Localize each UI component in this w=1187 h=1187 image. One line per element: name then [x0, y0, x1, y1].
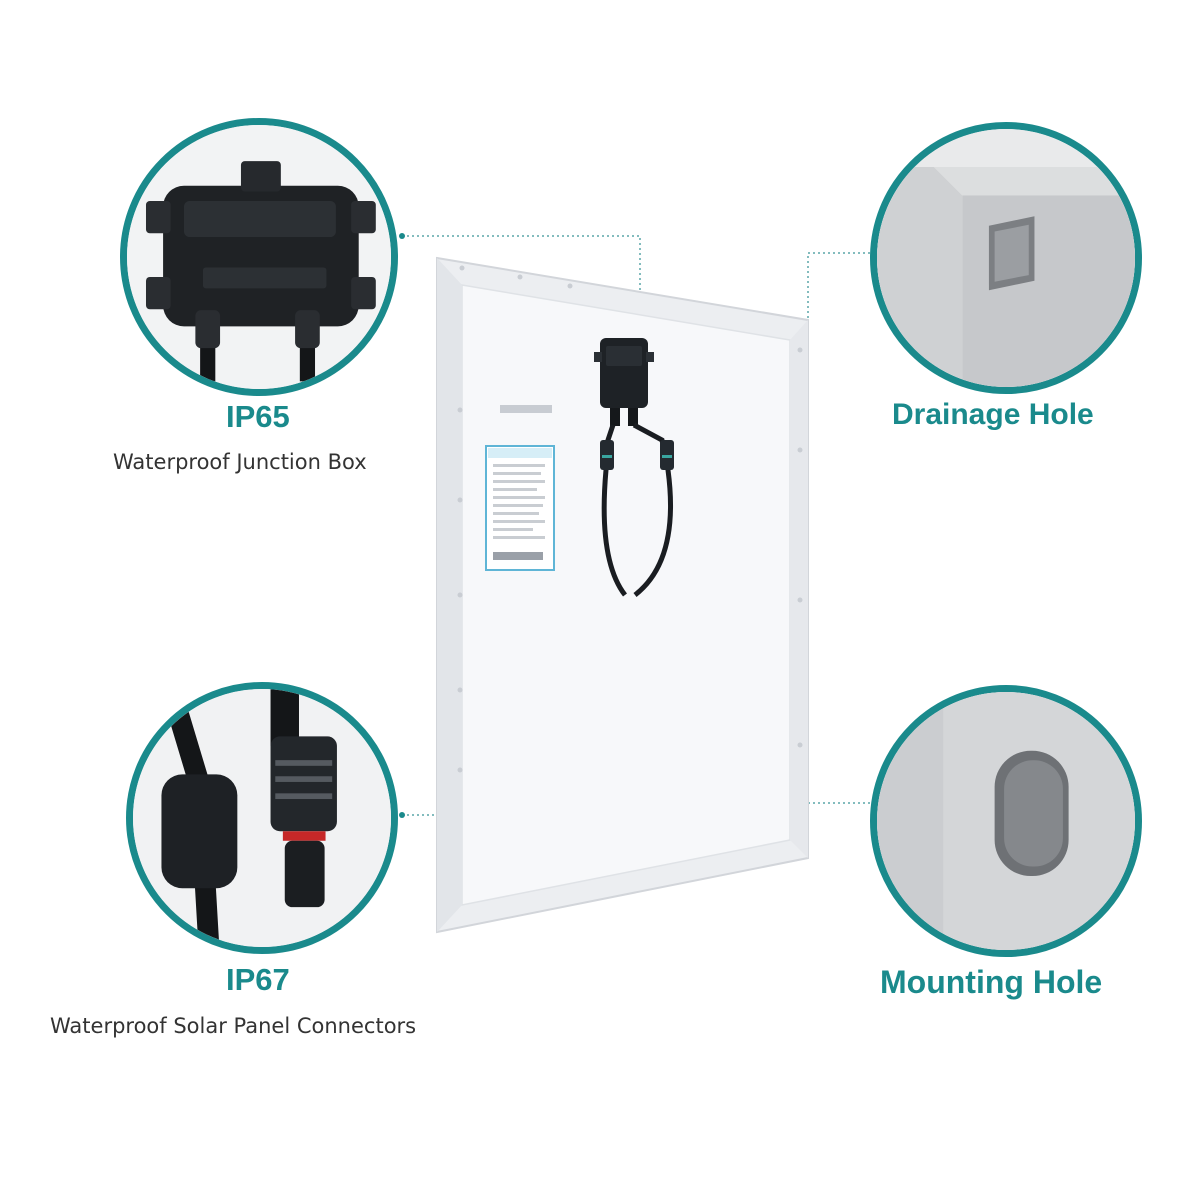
- drainage-hole-title: Drainage Hole: [892, 398, 1094, 431]
- drainage-hole-icon: [877, 129, 1135, 387]
- mounting-hole-closeup: [870, 685, 1142, 957]
- connectors-caption: Waterproof Solar Panel Connectors: [50, 1014, 417, 1038]
- drainage-hole-closeup: [870, 122, 1142, 394]
- connector-icon: [133, 689, 391, 947]
- mounting-hole-title: Mounting Hole: [880, 964, 1103, 1000]
- panel-label: [485, 445, 555, 571]
- junction-box: [594, 338, 654, 426]
- leader-line-drainage-hole: [807, 252, 870, 330]
- cable-right: [632, 422, 673, 597]
- cable-left: [601, 424, 628, 597]
- junction-box-closeup: [120, 118, 398, 396]
- connectors-closeup: [126, 682, 398, 954]
- mounting-hole-icon: [877, 692, 1135, 950]
- leader-line-mounting-hole: [807, 740, 870, 804]
- junction-box-title: IP65: [226, 399, 290, 434]
- junction-box-caption: Waterproof Junction Box: [113, 450, 367, 474]
- connectors-title: IP67: [226, 962, 290, 997]
- junction-box-icon: [127, 125, 391, 389]
